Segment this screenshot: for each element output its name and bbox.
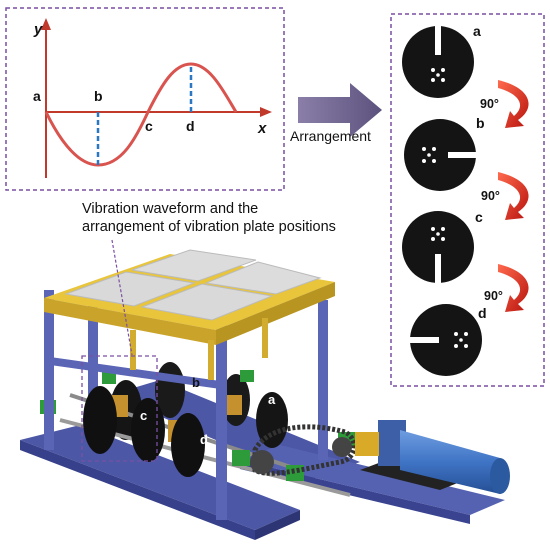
figure-caption: Vibration waveform and the arrangement o… [82, 200, 342, 236]
base-rail-front [20, 425, 300, 530]
big-arrow-shape [298, 83, 382, 137]
machine-plate-5 [83, 386, 117, 454]
rotation-label-2: 90° [481, 189, 500, 203]
bearing-3 [240, 370, 254, 382]
motor-end-cap [490, 458, 510, 494]
post-front-left [44, 290, 54, 450]
table-panel-2 [140, 283, 274, 321]
caption-leader-line [111, 239, 133, 356]
rotation-label-1: 90° [480, 97, 499, 111]
machine-label-a: a [268, 392, 276, 407]
waveform-panel: y x a b c d [5, 7, 285, 191]
motor-body [400, 430, 509, 494]
rotate-arrow-1 [498, 80, 529, 128]
plate-a [402, 25, 474, 98]
motor [355, 420, 510, 494]
machine-label-b: b [192, 375, 200, 390]
caption-line-2: arrangement of vibration plate positions [82, 219, 336, 235]
eccentric-3 [224, 395, 242, 415]
coupling [355, 432, 379, 456]
highlight-region [81, 355, 158, 462]
rotation-label-3: 90° [484, 289, 503, 303]
point-d-label: d [186, 118, 195, 134]
table-panel-4 [204, 261, 322, 295]
hanger-1 [130, 330, 136, 370]
drive-chain [252, 424, 357, 476]
plate-c-label: c [475, 209, 483, 225]
point-a-label: a [33, 88, 41, 104]
arrangement-arrow: Arrangement [290, 83, 382, 144]
y-axis-arrowhead [41, 18, 51, 30]
point-b-label: b [94, 88, 103, 104]
plate-c [402, 211, 474, 284]
plate-d-label: d [478, 305, 487, 321]
plates-panel: a b c d 90° 90° 90° [390, 13, 545, 387]
hanger-3 [262, 318, 268, 358]
bearing-5 [286, 465, 304, 481]
y-axis-label: y [33, 21, 43, 38]
waveform-curve [44, 62, 238, 167]
plate-b [404, 119, 478, 191]
rotate-arrow-2 [498, 172, 529, 220]
sprocket-small [250, 450, 274, 474]
base-rail-extension [240, 445, 505, 515]
plate-d [409, 304, 482, 376]
rotate-arrow-3 [498, 264, 529, 312]
sprocket-large [332, 437, 352, 457]
point-c-label: c [145, 118, 153, 134]
post-back-right [318, 300, 328, 460]
caption-line-1: Vibration waveform and the [82, 201, 259, 217]
x-axis-label: x [257, 120, 267, 137]
machine-label-d: d [200, 432, 208, 447]
plate-a-label: a [473, 23, 481, 39]
post-front-right [216, 315, 227, 520]
machine-plate-4 [256, 392, 288, 448]
post-back-left [88, 290, 98, 400]
machine-plate-7 [171, 413, 205, 477]
machine-label-c: c [140, 408, 147, 423]
plates-frame [390, 13, 545, 387]
bearing-4 [232, 450, 250, 466]
mid-beam [44, 356, 224, 390]
table-panel-3 [131, 249, 257, 282]
vibration-machine-illustration: b c d a [20, 239, 510, 540]
arrangement-label: Arrangement [290, 128, 371, 144]
hanger-2 [208, 340, 214, 380]
machine-plate-6 [131, 398, 165, 462]
x-axis-arrowhead [260, 107, 272, 117]
table-panel-1 [64, 271, 196, 307]
waveform-frame [5, 7, 285, 191]
plate-b-label: b [476, 115, 485, 131]
